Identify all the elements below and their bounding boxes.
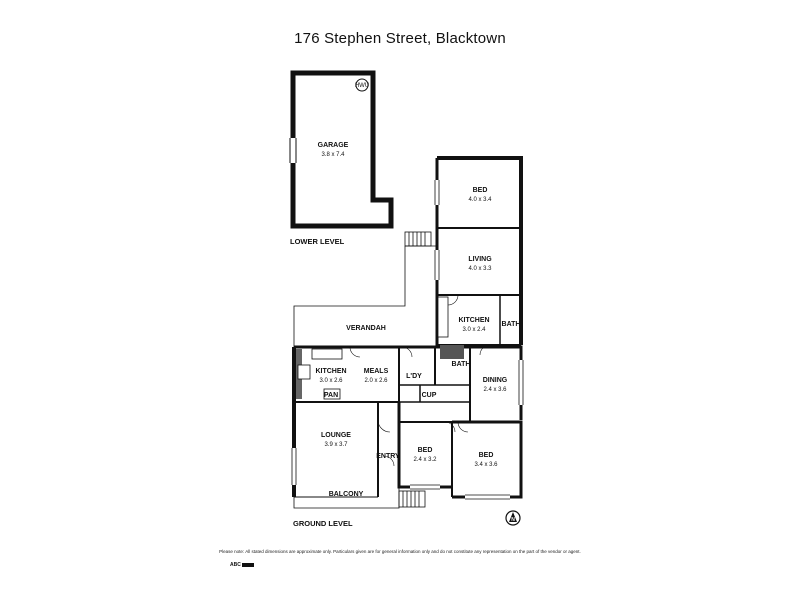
balcony-outline <box>293 487 426 509</box>
dark-fill-block <box>440 345 464 359</box>
logo-text: ABC <box>230 562 241 568</box>
living-dims: 4.0 x 3.3 <box>468 266 492 272</box>
bed-mid-label: BED <box>418 447 433 454</box>
kitchen-r-label: KITCHEN <box>458 317 489 324</box>
ground-level-label: GROUND LEVEL <box>293 519 353 528</box>
dining-label: DINING <box>483 377 508 384</box>
right-wing-walls <box>434 156 523 347</box>
pan-label: PAN <box>324 392 338 399</box>
bath-r-label: BATH <box>502 321 521 328</box>
verandah-label: VERANDAH <box>346 325 386 332</box>
cup-label: CUP <box>422 392 437 399</box>
kitchen-sink <box>311 348 343 360</box>
bed-up-dims: 4.0 x 3.4 <box>468 197 492 203</box>
balcony-label: BALCONY <box>329 491 364 498</box>
dining-dims: 2.4 x 3.6 <box>483 387 507 393</box>
door-swings <box>349 294 491 467</box>
pantry <box>323 388 341 400</box>
ldy-label: L'DY <box>406 373 422 380</box>
bed-r-label: BED <box>479 452 494 459</box>
entry-label: ENTRY <box>376 453 400 460</box>
bed-mid-dims: 2.4 x 3.2 <box>413 457 437 463</box>
garage-walls <box>289 70 394 229</box>
kitchen-r-bench <box>437 296 449 338</box>
lounge-label: LOUNGE <box>321 432 351 439</box>
stairs-lower <box>404 231 432 247</box>
lower-level-label: LOWER LEVEL <box>290 237 345 246</box>
bed-r-dims: 3.4 x 3.6 <box>474 462 498 468</box>
kitchen-r-dims: 3.0 x 2.4 <box>462 327 486 333</box>
meals-dims: 2.0 x 2.6 <box>364 378 388 384</box>
verandah-outline <box>293 245 437 347</box>
north-label: N <box>511 517 515 523</box>
hwu-label: HWU <box>355 83 369 89</box>
hwu-icon <box>355 78 369 92</box>
meals-label: MEALS <box>364 368 389 375</box>
disclaimer-text: Please note: All stated dimensions are a… <box>219 549 581 554</box>
kitchen-l-label: KITCHEN <box>315 368 346 375</box>
plan-title: 176 Stephen Street, Blacktown <box>294 30 506 47</box>
north-arrow-icon: N <box>505 510 521 526</box>
garage-label: GARAGE <box>318 142 349 149</box>
cooktop <box>297 364 311 380</box>
living-label: LIVING <box>468 256 492 263</box>
main-floor-walls <box>291 345 524 500</box>
company-logo: ABC <box>230 562 255 568</box>
kitchen-l-dims: 3.0 x 2.6 <box>319 378 343 384</box>
lounge-dims: 3.9 x 3.7 <box>324 442 348 448</box>
garage-dims: 3.8 x 7.4 <box>321 152 345 158</box>
bath-c-label: BATH <box>452 361 471 368</box>
bed-up-label: BED <box>473 187 488 194</box>
